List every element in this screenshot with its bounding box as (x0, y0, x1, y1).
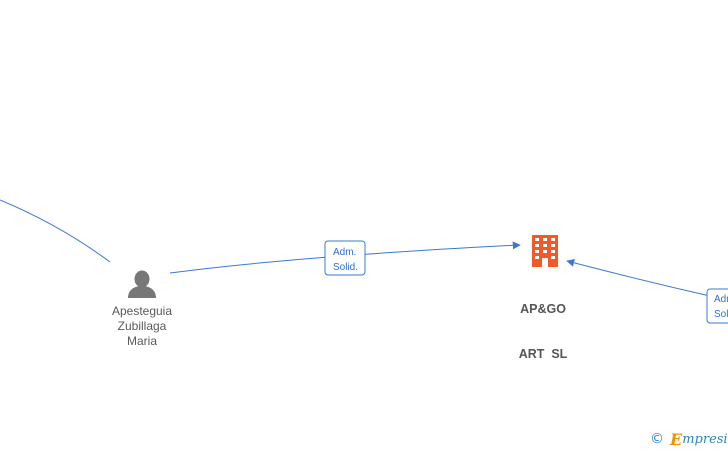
edge-label-line-2: Solid. (333, 262, 358, 273)
edge-label-line-2: Soli (714, 309, 728, 320)
edge-label-line-1: Adm. (333, 247, 356, 258)
edge-label-line-1: Adm (714, 294, 728, 305)
edge-label-adm-solid-partial[interactable]: Adm Soli (706, 288, 728, 324)
company-name-line-1: AP&GO (520, 302, 566, 316)
person-icon[interactable] (128, 270, 156, 299)
edge-offscreen-to-person (0, 199, 111, 263)
person-name-line-2: Zubillaga (117, 319, 167, 333)
company-name-line-2: ART SL (518, 347, 568, 361)
person-name-label[interactable]: Apesteguia Zubillaga Maria (100, 304, 184, 349)
footer-brand[interactable]: © E mpresia (650, 429, 728, 449)
brand-name: mpresia (682, 431, 728, 447)
person-name-line-1: Apesteguia (111, 304, 173, 318)
edge-person-to-company (169, 241, 521, 274)
edge-offscreen-to-company (566, 258, 711, 297)
building-icon[interactable] (532, 235, 558, 267)
person-name-line-3: Maria (126, 334, 157, 348)
brand-initial: E (670, 429, 683, 449)
copyright-icon: © (650, 431, 664, 447)
edge-label-adm-solid[interactable]: Adm. Solid. (324, 240, 366, 276)
company-name-label[interactable]: AP&GO ART SL (503, 272, 583, 377)
